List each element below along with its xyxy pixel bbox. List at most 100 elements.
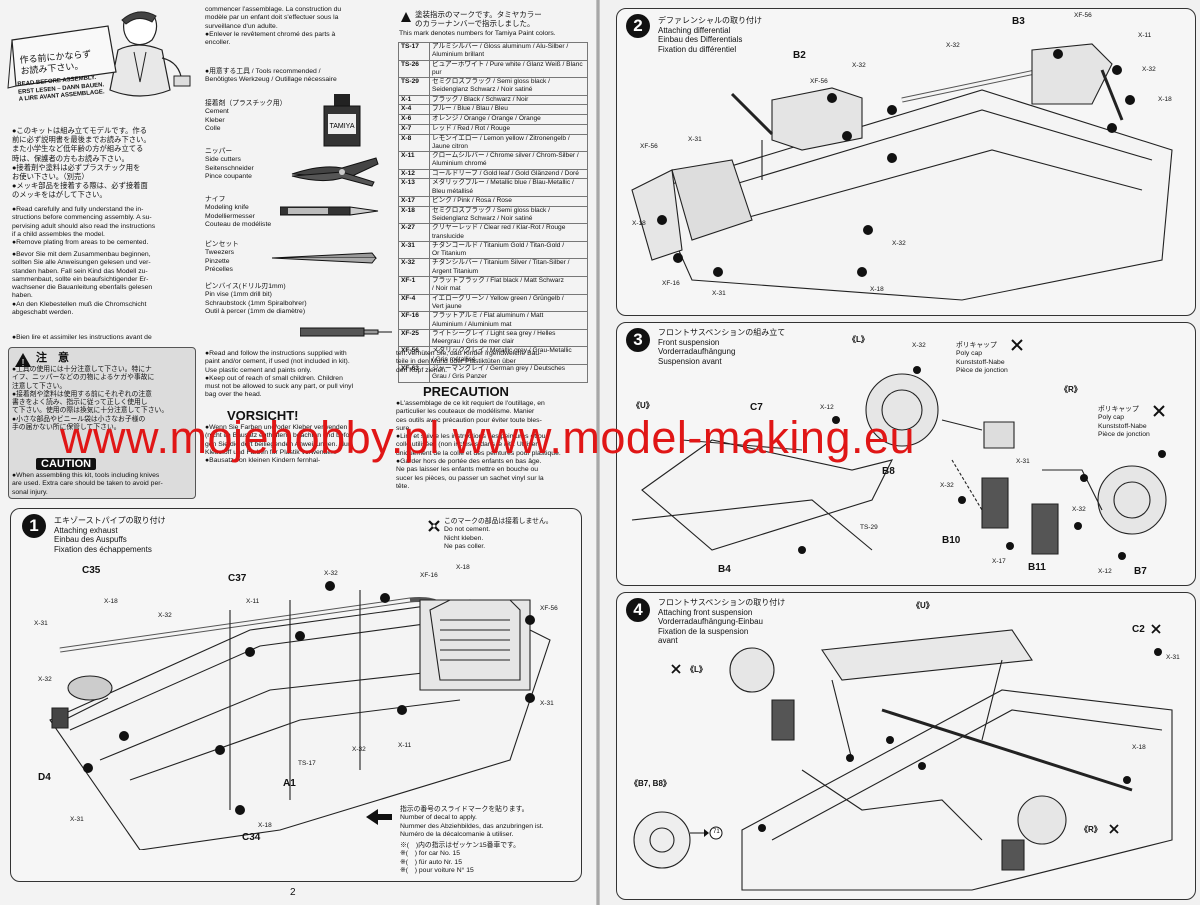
step2-title: デファレンシャルの取り付け Attaching differential Ein…: [658, 16, 762, 54]
step1-label-x31b: X-31: [540, 700, 554, 707]
tool-tweezers-label: ピンセット Tweezers Pinzette Précelles: [205, 241, 239, 273]
tool-knife-label: ナイフ Modeling knife Modelliermesser Coute…: [205, 196, 272, 228]
step3-label-u: 《U》: [632, 401, 654, 410]
step2-label-x18a: X-18: [1158, 96, 1172, 103]
step3-label-r: 《R》: [1060, 385, 1082, 394]
step3-label-x32a: X-32: [912, 342, 926, 349]
step1-label-x32b: X-32: [324, 570, 338, 577]
polycap-no-cement-icon: [1010, 338, 1024, 357]
step1-label-x18b: X-18: [456, 564, 470, 571]
step4-label-r: 《R》: [1080, 825, 1102, 834]
pin-vise-icon: [300, 325, 392, 344]
precaution-title: PRECAUTION: [423, 384, 509, 399]
watermark-text: www.mojehobby.pl www.model-making.eu: [60, 412, 916, 463]
step2-label-x32c: X-32: [852, 62, 866, 69]
vorsicht-title: VORSICHT!: [227, 408, 299, 423]
decal-arrow-icon: [364, 808, 394, 831]
polycap2-no-cement-icon: [1152, 404, 1166, 423]
paint-code: TS-26: [398, 59, 430, 79]
paint-code: XF-25: [398, 328, 430, 348]
paint-name: セミグロスブラック / Semi gloss black / Seidengla…: [429, 205, 588, 225]
step2-label-x31b: X-31: [712, 290, 726, 297]
paint-name: フラットブラック / Flat black / Matt Schwarz / N…: [429, 276, 588, 295]
polycap-label: ポリキャップ Poly cap Kunststoff-Nabe Pièce de…: [956, 342, 1008, 374]
man-reading-illustration: [6, 2, 196, 122]
step1-label-d4: D4: [38, 772, 51, 783]
paint-code: X-13: [398, 178, 430, 197]
paint-name: チタンシルバー / Titanium Silver / Titan-Silber…: [429, 258, 588, 278]
step4-l-no-cement-icon: [670, 662, 682, 680]
step1-label-c34: C34: [242, 832, 261, 843]
paint-mark-icon: [399, 10, 413, 29]
polycap2-label: ポリキャップ Poly cap Kunststoff-Nabe Pièce de…: [1098, 406, 1150, 438]
paint-name: レモンイエロー / Lemon yellow / Zitronengelb / …: [429, 133, 588, 153]
intro-fr-continued: commencer l'assemblage. La construction …: [205, 6, 342, 47]
step3-label-l: 《L》: [848, 335, 869, 344]
paint-code: X-17: [398, 196, 430, 207]
paint-code: X-18: [398, 205, 430, 225]
step3-label-b7: B7: [1134, 566, 1147, 577]
step1-label-x11a: X-11: [246, 598, 260, 605]
step1-label-x31a: X-31: [34, 620, 48, 627]
step4-label-l: 《L》: [686, 665, 707, 674]
warning-en-extra: ●Read and follow the instructions suppli…: [205, 350, 354, 399]
step2-label-xf56a: XF-56: [1074, 12, 1092, 19]
warning-de-continued: ten.Verhüten Sie, daß Kinder irgendwelch…: [396, 350, 542, 374]
paint-code: X-27: [398, 223, 430, 242]
step4-label-b7b8: 《B7, B8》: [630, 779, 671, 788]
paint-name: ライトシーグレイ / Light sea grey / Helles Meerg…: [429, 328, 588, 348]
paint-name: チタンゴールド / Titanium Gold / Titan-Gold / O…: [429, 240, 588, 260]
step2-label-xf56c: XF-56: [640, 143, 658, 150]
paint-name: レッド / Red / Rot / Rouge: [429, 123, 588, 135]
step1-label-c35: C35: [82, 565, 101, 576]
paint-code: X-8: [398, 133, 430, 153]
step4-title: フロントサスペンションの取り付け Attaching front suspens…: [658, 598, 786, 645]
chui-body: ●工具の使用には十分注意して下さい。特にナ イフ、ニッパーなどの刃物によるケガや…: [12, 366, 169, 432]
paint-heading-jp: 塗装指示のマークです。タミヤカラー のカラーナンバーで指示しました。: [415, 10, 542, 28]
step3-label-x32c: X-32: [1072, 506, 1086, 513]
decal-ref-marker: [690, 826, 724, 845]
step3-label-x17: X-17: [992, 558, 1006, 565]
paint-code: X-4: [398, 104, 430, 116]
precaution-body: ●L'assemblage de ce kit requiert de l'ou…: [396, 400, 561, 490]
step2-label-x18b: X-18: [632, 220, 646, 227]
step4-label-u: 《U》: [912, 601, 934, 610]
paint-name: ピンク / Pink / Rosa / Rose: [429, 196, 588, 207]
paint-code: XF-1: [398, 276, 430, 295]
step1-label-x18a: X-18: [104, 598, 118, 605]
paint-name: イエローグリーン / Yellow green / Grüngelb / Ver…: [429, 293, 588, 313]
do-not-cement-icon: [426, 518, 442, 539]
step1-label-x32c: X-32: [38, 676, 52, 683]
paint-name: ブラック / Black / Schwarz / Noir: [429, 94, 588, 106]
paint-code: X-1: [398, 94, 430, 106]
step1-label-a1: A1: [283, 778, 296, 789]
paint-name: クリヤーレッド / Clear red / Klar-Rot / Rouge t…: [429, 223, 588, 242]
cement-bottle-icon: TAMIYA: [318, 92, 366, 155]
step1-label-x32a: X-32: [158, 612, 172, 619]
step3-title: フロントサスペンションの組み立て Front suspension Vorder…: [658, 328, 786, 366]
step1-title: エキゾーストパイプの取り付け Attaching exhaust Einbau …: [54, 516, 166, 554]
paint-code: X-32: [398, 258, 430, 278]
step3-label-b8: B8: [882, 466, 895, 477]
paint-code: TS-29: [398, 77, 430, 96]
page-number: 2: [290, 887, 296, 898]
step3-label-x31: X-31: [1016, 458, 1030, 465]
paint-name: ピュアーホワイト / Pure white / Glanz Weiß / Bla…: [429, 59, 588, 79]
warning-triangle-icon: !: [14, 352, 32, 373]
step3-label-x12b: X-12: [1098, 568, 1112, 575]
step2-label-x32d: X-32: [892, 240, 906, 247]
caution-body: ●When assembling this kit, tools includi…: [12, 472, 163, 496]
paint-name: ジャーマングレイ / German grey / Deutsches Grau …: [429, 364, 588, 383]
paint-name: ブルー / Blue / Blau / Bleu: [429, 104, 588, 116]
step3-label-x32b: X-32: [940, 482, 954, 489]
